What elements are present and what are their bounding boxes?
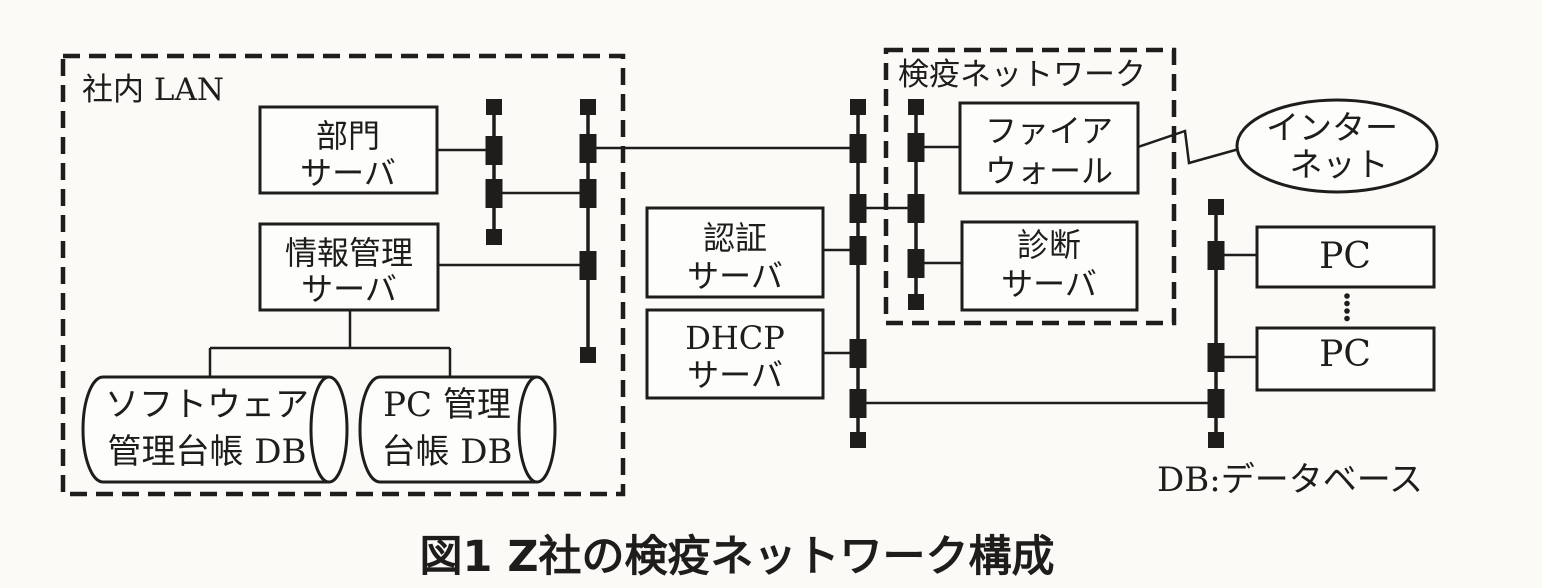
pc-db-label-line1: PC 管理 [383, 385, 511, 425]
pc-top-label: PC [1319, 236, 1371, 277]
auth-server-box: 認証 サーバ [645, 206, 825, 299]
lightning-connector [1137, 129, 1240, 165]
software-db-cylinder: ソフトウェア 管理台帳 DB [81, 375, 349, 484]
auth-server-label-line1: 認証 [703, 219, 767, 257]
internet-cloud: インター ネット [1235, 98, 1439, 194]
dhcp-server-box: DHCP サーバ [645, 308, 825, 400]
diag-server-box: 診断 サーバ [960, 220, 1139, 312]
figure-caption: 図1 Z社の検疫ネットワーク構成 [419, 532, 1054, 582]
pc-bus [1207, 199, 1225, 448]
software-db-label-line2: 管理台帳 DB [107, 432, 306, 472]
pc-bottom-label: PC [1319, 334, 1371, 375]
firewall-label-line1: ファイア [985, 112, 1113, 150]
lan-bus-2 [579, 99, 597, 363]
quarantine-bus [907, 99, 925, 310]
internet-label-line1: インター [1266, 108, 1398, 147]
internet-label-line2: ネット [1290, 145, 1389, 184]
pc-box-bottom: PC [1255, 326, 1436, 392]
info-server-label-line1: 情報管理 [285, 234, 413, 272]
pc-ellipsis-dots [1344, 293, 1350, 322]
firewall-box: ファイア ウォール [958, 101, 1140, 195]
auth-server-label-line2: サーバ [687, 257, 783, 295]
pc-db-label-line2: 台帳 DB [381, 432, 512, 472]
diag-server-label-line2: サーバ [1001, 265, 1097, 303]
db-branch-wire [208, 310, 452, 377]
quarantine-zone-label: 検疫ネットワーク [898, 57, 1146, 93]
diag-server-label-line1: 診断 [1017, 226, 1081, 264]
firewall-label-line2: ウォール [985, 152, 1113, 190]
quarantine-zone-border [883, 47, 1177, 326]
dept-server-label-line1: 部門 [316, 117, 380, 155]
software-db-label-line1: ソフトウェア [105, 385, 309, 425]
dept-server-box: 部門 サーバ [258, 105, 439, 195]
info-server-box: 情報管理 サーバ [258, 222, 440, 312]
pc-db-cylinder: PC 管理 台帳 DB [358, 375, 557, 484]
connection-wires [208, 145, 1257, 405]
pc-box-top: PC [1255, 225, 1436, 289]
dhcp-server-label-line2: サーバ [687, 356, 783, 394]
lan-bus-1 [485, 99, 503, 245]
lan-zone-label: 社内 LAN [82, 72, 224, 108]
db-legend: DB:データベース [1157, 460, 1423, 500]
dept-server-label-line2: サーバ [300, 154, 396, 192]
lan-zone-border [60, 53, 626, 497]
dhcp-server-label-line1: DHCP [685, 319, 785, 357]
core-bus [849, 99, 867, 448]
info-server-label-line2: サーバ [301, 270, 397, 308]
